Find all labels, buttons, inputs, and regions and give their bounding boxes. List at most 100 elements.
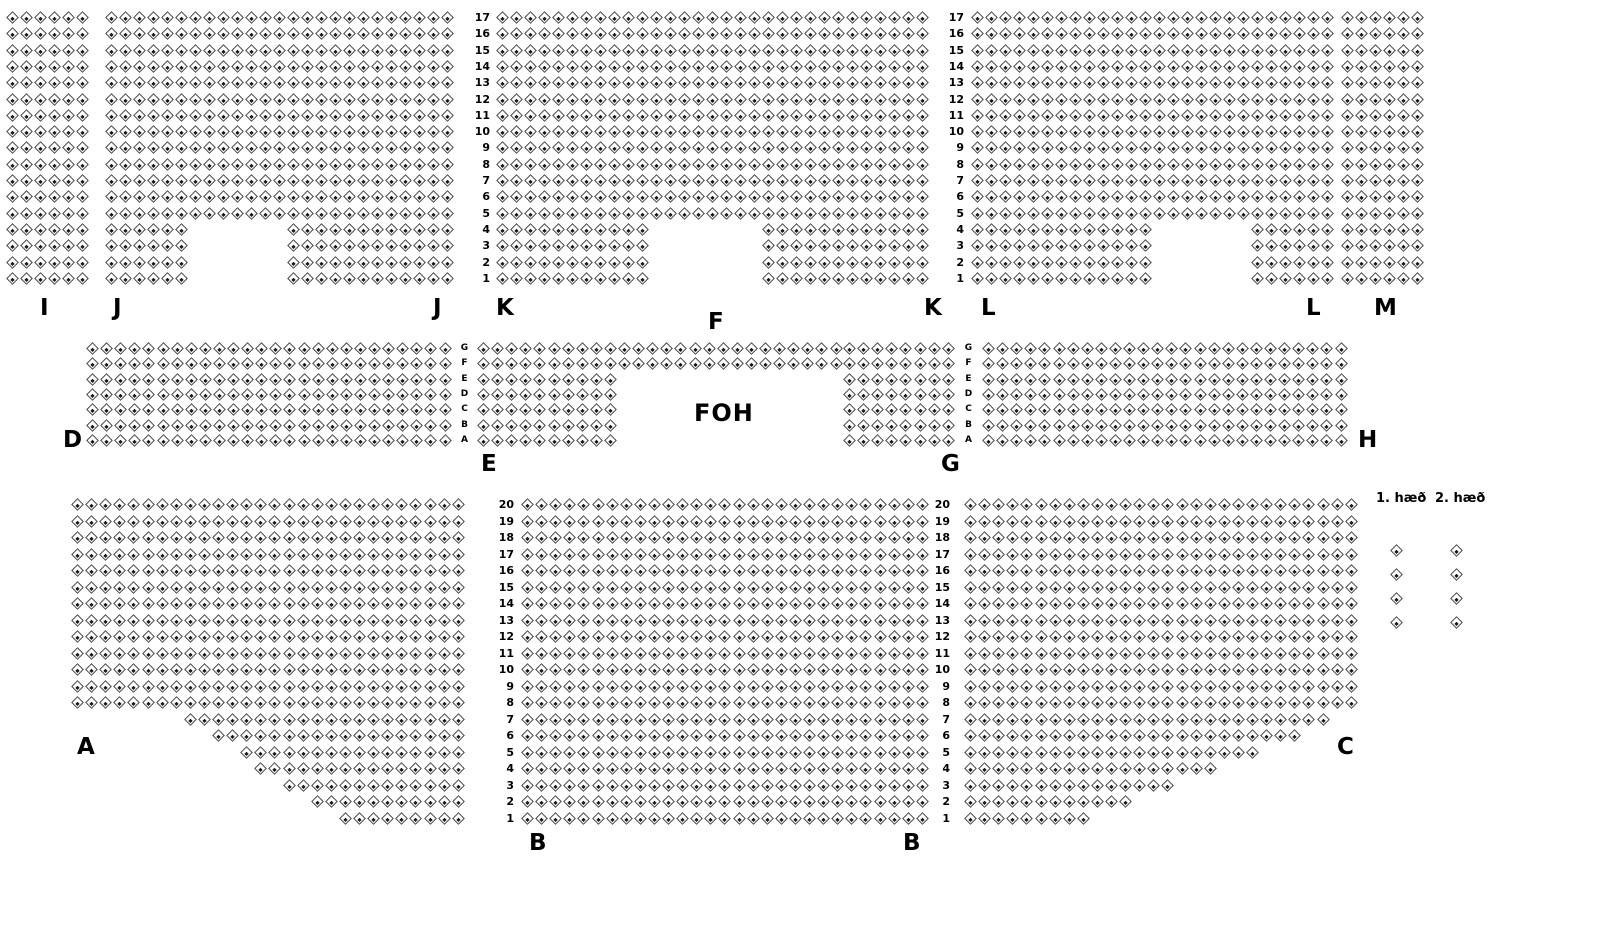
seat[interactable] [491, 403, 504, 416]
seat[interactable] [648, 713, 661, 726]
seat[interactable] [720, 142, 733, 155]
seat[interactable] [928, 403, 941, 416]
seat[interactable] [549, 564, 562, 577]
seat[interactable] [439, 419, 452, 432]
seat[interactable] [231, 142, 244, 155]
seat[interactable] [719, 696, 732, 709]
seat[interactable] [1024, 434, 1037, 447]
seat[interactable] [399, 142, 412, 155]
seat[interactable] [34, 44, 47, 57]
seat[interactable] [1208, 342, 1221, 355]
seat[interactable] [971, 158, 984, 171]
seat[interactable] [606, 647, 619, 660]
seat[interactable] [1081, 403, 1094, 416]
seat[interactable] [606, 515, 619, 528]
seat[interactable] [315, 109, 328, 122]
seat[interactable] [343, 76, 356, 89]
seat[interactable] [692, 207, 705, 220]
seat[interactable] [217, 27, 230, 40]
seat[interactable] [175, 207, 188, 220]
seat[interactable] [62, 60, 75, 73]
seat[interactable] [301, 109, 314, 122]
seat[interactable] [692, 93, 705, 106]
seat[interactable] [1181, 44, 1194, 57]
seat[interactable] [817, 746, 830, 759]
seat[interactable] [1223, 60, 1236, 73]
seat[interactable] [1264, 388, 1277, 401]
seat[interactable] [1236, 434, 1249, 447]
seat[interactable] [690, 614, 703, 627]
seat[interactable] [20, 125, 33, 138]
seat[interactable] [690, 812, 703, 825]
seat[interactable] [1397, 27, 1410, 40]
seat[interactable] [1222, 357, 1235, 370]
seat[interactable] [1260, 597, 1273, 610]
seat[interactable] [538, 60, 551, 73]
seat[interactable] [563, 663, 576, 676]
seat[interactable] [157, 419, 170, 432]
seat[interactable] [399, 190, 412, 203]
seat[interactable] [888, 663, 901, 676]
seat[interactable] [438, 498, 451, 511]
seat[interactable] [99, 663, 112, 676]
seat[interactable] [1265, 109, 1278, 122]
seat[interactable] [664, 207, 677, 220]
seat[interactable] [1195, 158, 1208, 171]
seat[interactable] [198, 597, 211, 610]
seat[interactable] [1063, 515, 1076, 528]
seat[interactable] [1111, 239, 1124, 252]
seat[interactable] [606, 597, 619, 610]
seat[interactable] [339, 581, 352, 594]
seat[interactable] [762, 44, 775, 57]
seat[interactable] [985, 109, 998, 122]
seat[interactable] [382, 342, 395, 355]
seat[interactable] [311, 762, 324, 775]
seat[interactable] [301, 60, 314, 73]
seat[interactable] [1049, 548, 1062, 561]
seat[interactable] [1411, 239, 1424, 252]
seat[interactable] [803, 515, 816, 528]
seat[interactable] [801, 357, 814, 370]
seat[interactable] [662, 498, 675, 511]
seat[interactable] [720, 158, 733, 171]
seat[interactable] [62, 158, 75, 171]
seat[interactable] [1006, 795, 1019, 808]
seat[interactable] [301, 174, 314, 187]
seat[interactable] [395, 729, 408, 742]
seat[interactable] [578, 531, 591, 544]
seat[interactable] [916, 597, 929, 610]
seat[interactable] [1041, 256, 1054, 269]
seat[interactable] [535, 713, 548, 726]
seat[interactable] [874, 795, 887, 808]
seat[interactable] [113, 531, 126, 544]
seat[interactable] [62, 93, 75, 106]
seat[interactable] [1095, 357, 1108, 370]
seat[interactable] [1069, 174, 1082, 187]
seat[interactable] [382, 373, 395, 386]
seat[interactable] [371, 207, 384, 220]
seat[interactable] [217, 125, 230, 138]
seat[interactable] [719, 663, 732, 676]
seat[interactable] [748, 76, 761, 89]
seat[interactable] [704, 779, 717, 792]
seat[interactable] [1223, 125, 1236, 138]
seat[interactable] [524, 93, 537, 106]
seat[interactable] [734, 125, 747, 138]
seat[interactable] [1237, 11, 1250, 24]
seat[interactable] [1035, 531, 1048, 544]
seat[interactable] [48, 125, 61, 138]
seat[interactable] [399, 223, 412, 236]
seat[interactable] [1167, 60, 1180, 73]
seat[interactable] [255, 403, 268, 416]
seat[interactable] [273, 190, 286, 203]
seat[interactable] [648, 581, 661, 594]
seat[interactable] [1021, 548, 1034, 561]
seat[interactable] [175, 158, 188, 171]
seat[interactable] [227, 388, 240, 401]
seat[interactable] [357, 142, 370, 155]
seat[interactable] [1006, 515, 1019, 528]
seat[interactable] [371, 125, 384, 138]
seat[interactable] [410, 373, 423, 386]
seat[interactable] [1335, 419, 1348, 432]
seat[interactable] [269, 729, 282, 742]
